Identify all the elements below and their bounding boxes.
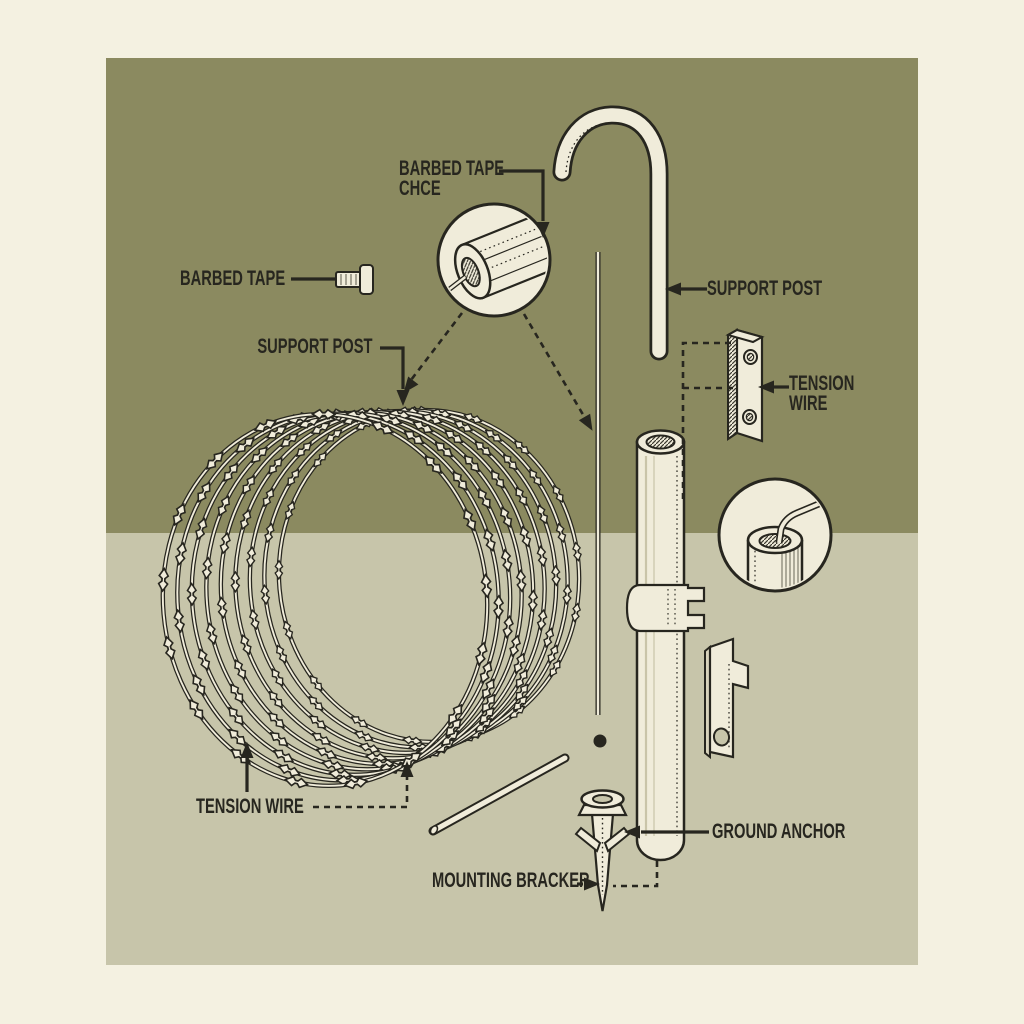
support-post-tube — [635, 429, 686, 862]
tension-wire-right-label: TENSION WIRE — [789, 372, 855, 415]
barbed-tape-chce-line1: BARBED TAPE — [399, 157, 505, 180]
barbed-tape-chce-label: BARBED TAPE CHCE — [399, 157, 505, 200]
tension-wire-bottom-label: TENSION WIRE — [196, 795, 304, 818]
tension-wire-bracket — [725, 328, 765, 443]
detail-circle-wire-insert — [717, 477, 833, 593]
mounting-plate — [704, 637, 750, 760]
post-clamp — [625, 583, 706, 633]
marker-dot — [593, 734, 607, 748]
support-post-hook — [552, 105, 669, 361]
tension-wire-right-line2: WIRE — [789, 392, 828, 415]
tension-wire-right-line1: TENSION — [789, 372, 855, 395]
barbed-tape-pin-icon — [335, 264, 374, 295]
concertina-coil — [157, 405, 582, 790]
support-post-right-label: SUPPORT POST — [707, 277, 823, 300]
support-post-left-label: SUPPORT POST — [257, 335, 373, 358]
ground-stake — [574, 789, 631, 912]
tension-wire-rod — [428, 753, 570, 836]
barbed-tape-chce-line2: CHCE — [399, 177, 441, 200]
connectors — [240, 169, 789, 891]
barbed-tape-label: BARBED TAPE — [179, 267, 285, 290]
detail-circle-barbed-tape — [436, 202, 552, 318]
mounting-bracket-label: MOUNTING BRACKER — [432, 869, 590, 892]
ground-anchor-label: GROUND ANCHOR — [712, 820, 846, 843]
